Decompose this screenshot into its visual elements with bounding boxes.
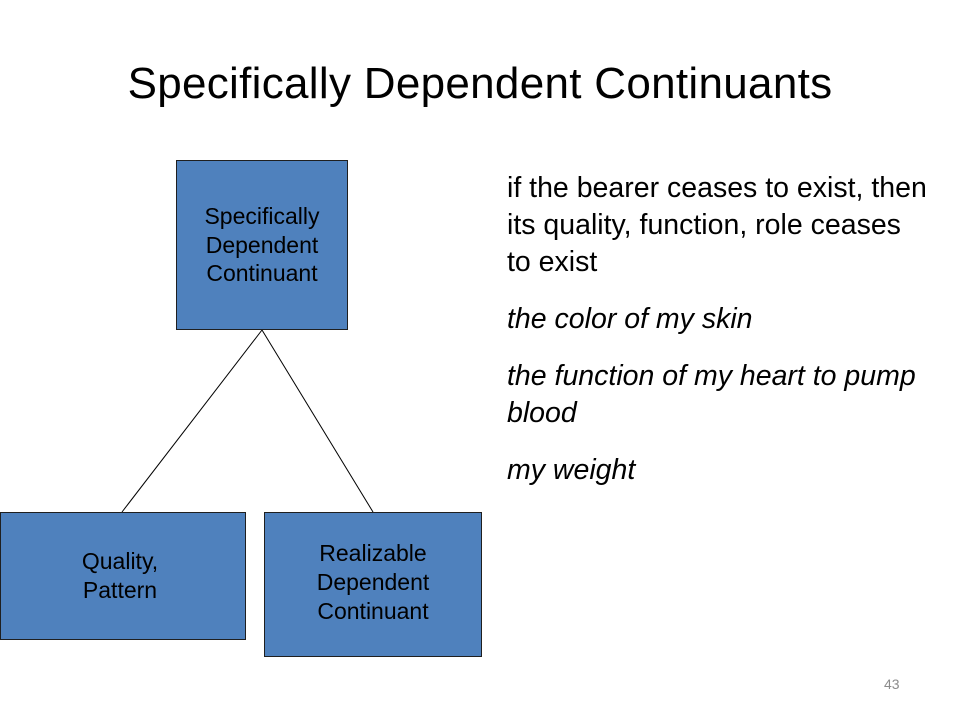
diagram-node-realizable-label: Realizable Dependent Continuant — [317, 539, 430, 625]
diagram-node-root: Specifically Dependent Continuant — [176, 160, 348, 330]
diagram-node-quality-label: Quality, Pattern — [82, 547, 158, 605]
description-panel: if the bearer ceases to exist, then its … — [507, 170, 927, 509]
example-heart-function: the function of my heart to pump blood — [507, 360, 916, 430]
node-label-line: Specifically — [204, 202, 320, 229]
diagram-node-root-label: Specifically Dependent Continuant — [204, 202, 319, 288]
diagram-node-quality: Quality, Pattern — [0, 512, 246, 640]
connector-line-left — [121, 329, 263, 513]
example-weight: my weight — [507, 454, 636, 487]
node-label-line: Realizable — [319, 540, 427, 567]
diagram-node-realizable: Realizable Dependent Continuant — [264, 512, 482, 657]
definition-text: if the bearer ceases to exist, then its … — [507, 172, 927, 279]
node-label-line: Continuant — [317, 597, 429, 624]
node-label-line: Quality, — [81, 548, 159, 575]
node-label-line: Continuant — [206, 260, 318, 287]
node-label-line: Dependent — [205, 231, 319, 258]
slide-title: Specifically Dependent Continuants — [127, 59, 833, 108]
node-label-line: Dependent — [316, 569, 430, 596]
page-number: 43 — [884, 676, 900, 692]
example-skin-color: the color of my skin — [507, 303, 753, 336]
connector-line-right — [261, 329, 374, 513]
node-label-line: Pattern — [82, 577, 158, 603]
